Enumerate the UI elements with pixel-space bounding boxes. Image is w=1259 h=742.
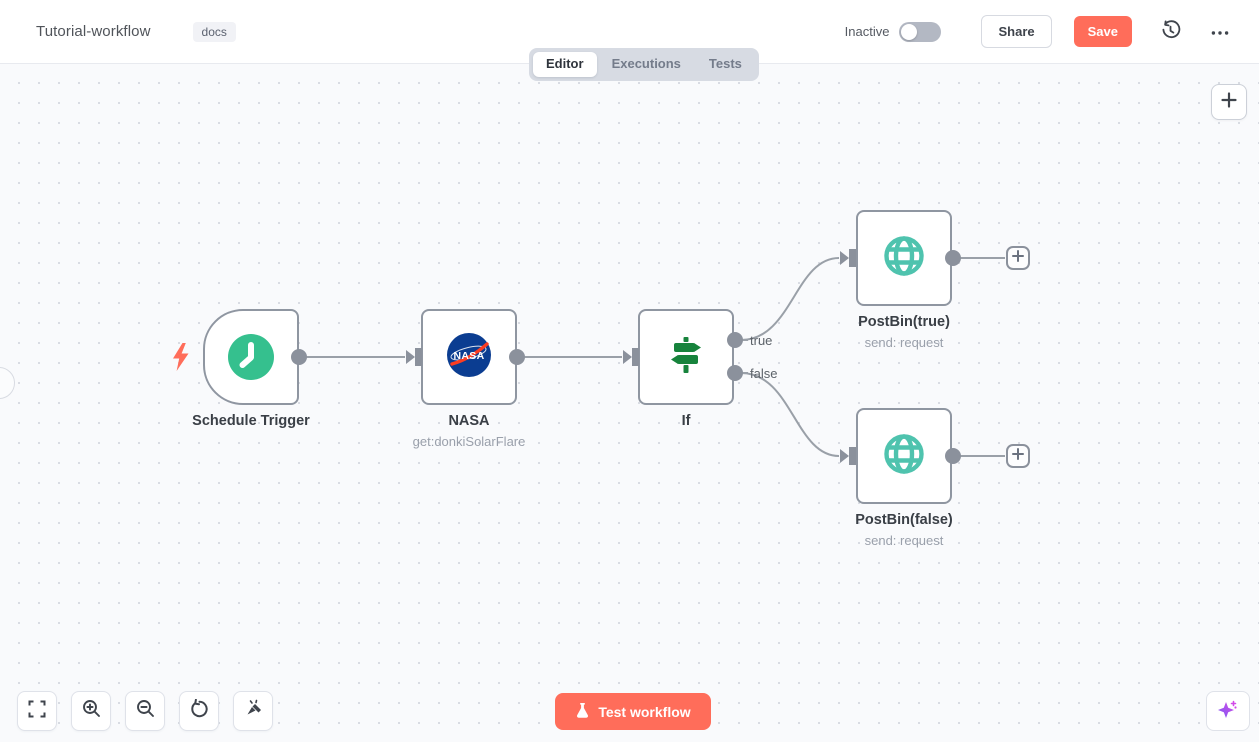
nasa-logo-icon: NASA (446, 332, 492, 383)
share-button[interactable]: Share (981, 15, 1052, 48)
test-workflow-button[interactable]: Test workflow (555, 693, 711, 730)
node-label: Schedule Trigger (192, 413, 310, 429)
node-caption: PostBin(true) send: request (858, 314, 950, 350)
canvas-controls (17, 691, 273, 731)
ai-sparkle-icon (1216, 698, 1240, 725)
history-icon (1160, 19, 1181, 44)
plus-icon (1012, 447, 1024, 465)
tidy-up-icon (244, 699, 263, 723)
node-label: PostBin(false) (855, 512, 953, 528)
tab-editor[interactable]: Editor (533, 52, 597, 77)
node-label: NASA (448, 413, 490, 429)
node-caption: Schedule Trigger (192, 413, 310, 429)
add-node-after-postbin-false[interactable] (1006, 444, 1030, 468)
zoom-out-icon (136, 699, 155, 723)
tab-tests[interactable]: Tests (708, 56, 742, 71)
node-label: PostBin(true) (858, 314, 950, 330)
node-schedule-trigger[interactable]: Schedule Trigger (192, 309, 310, 429)
more-options-button[interactable] (1209, 22, 1231, 41)
add-node-button[interactable] (1211, 84, 1247, 120)
clock-icon (228, 334, 274, 380)
node-nasa[interactable]: NASA NASA get:donkiSolarFlare (413, 309, 525, 449)
node-subtitle: send: request (864, 335, 944, 350)
node-subtitle: get:donkiSolarFlare (412, 434, 526, 449)
node-label: If (681, 413, 691, 429)
tidy-up-button[interactable] (233, 691, 273, 731)
history-button[interactable] (1158, 18, 1183, 46)
branch-label-true: true (750, 333, 773, 348)
status-label: Inactive (844, 24, 890, 39)
globe-icon (881, 431, 927, 482)
view-tabs: Editor Executions Tests (529, 48, 759, 81)
signpost-icon (663, 332, 709, 383)
workflow-tag-docs[interactable]: docs (192, 21, 236, 42)
branch-label-false: false (750, 366, 778, 381)
node-caption: PostBin(false) send: request (855, 512, 953, 548)
zoom-out-button[interactable] (125, 691, 165, 731)
fit-view-icon (28, 700, 46, 723)
reset-zoom-button[interactable] (179, 691, 219, 731)
save-button[interactable]: Save (1073, 16, 1132, 47)
lightning-bolt-icon[interactable] (171, 343, 190, 376)
tab-executions[interactable]: Executions (611, 56, 681, 71)
more-options-icon (1211, 24, 1229, 39)
plus-icon (1012, 249, 1024, 267)
active-toggle[interactable] (899, 21, 942, 42)
add-node-after-postbin-true[interactable] (1006, 246, 1030, 270)
test-workflow-label: Test workflow (598, 703, 691, 720)
node-subtitle: send: request (864, 533, 944, 548)
header-bar: Tutorial-workflow docs Inactive Share Sa… (0, 0, 1259, 64)
add-node-icon (1221, 91, 1237, 113)
workflow-title[interactable]: Tutorial-workflow (36, 23, 151, 40)
fit-view-button[interactable] (17, 691, 57, 731)
toggle-knob (901, 23, 918, 40)
svg-text:NASA: NASA (454, 350, 485, 362)
node-caption: If (682, 413, 691, 429)
node-postbin-false[interactable]: PostBin(false) send: request (855, 408, 953, 548)
node-if[interactable]: If (638, 309, 734, 429)
node-postbin-true[interactable]: PostBin(true) send: request (856, 210, 952, 350)
zoom-in-icon (82, 699, 101, 723)
globe-icon (881, 233, 927, 284)
node-caption: NASA get:donkiSolarFlare (413, 413, 526, 449)
zoom-in-button[interactable] (71, 691, 111, 731)
ai-assistant-button[interactable] (1206, 691, 1250, 731)
reset-zoom-icon (190, 698, 209, 723)
flask-icon (575, 702, 590, 722)
